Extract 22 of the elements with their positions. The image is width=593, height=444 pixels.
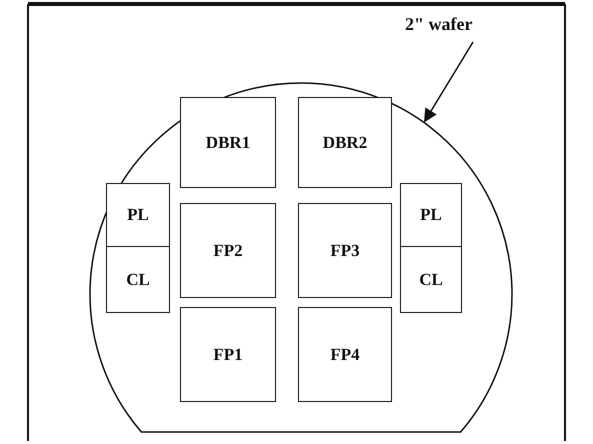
device-region xyxy=(180,203,276,298)
region-label: DBR1 xyxy=(206,132,250,152)
device-region xyxy=(298,97,392,188)
wafer-label: 2" wafer xyxy=(405,14,472,34)
leader-arrow xyxy=(423,42,474,123)
region-label: FP2 xyxy=(213,240,243,260)
region-label: CL xyxy=(126,270,150,290)
region-label: FP3 xyxy=(330,240,360,260)
region-label: FP4 xyxy=(330,344,360,364)
region-label: DBR2 xyxy=(322,132,368,152)
device-region xyxy=(106,246,170,313)
device-region xyxy=(400,246,462,313)
region-label: PL xyxy=(420,205,442,225)
region-label: PL xyxy=(127,205,149,225)
device-region xyxy=(180,307,276,402)
device-region xyxy=(298,203,392,298)
region-label: CL xyxy=(419,270,443,290)
device-region xyxy=(106,183,170,247)
device-region xyxy=(180,97,276,188)
region-label: FP1 xyxy=(213,344,243,364)
device-region xyxy=(298,307,392,402)
device-region xyxy=(400,183,462,247)
